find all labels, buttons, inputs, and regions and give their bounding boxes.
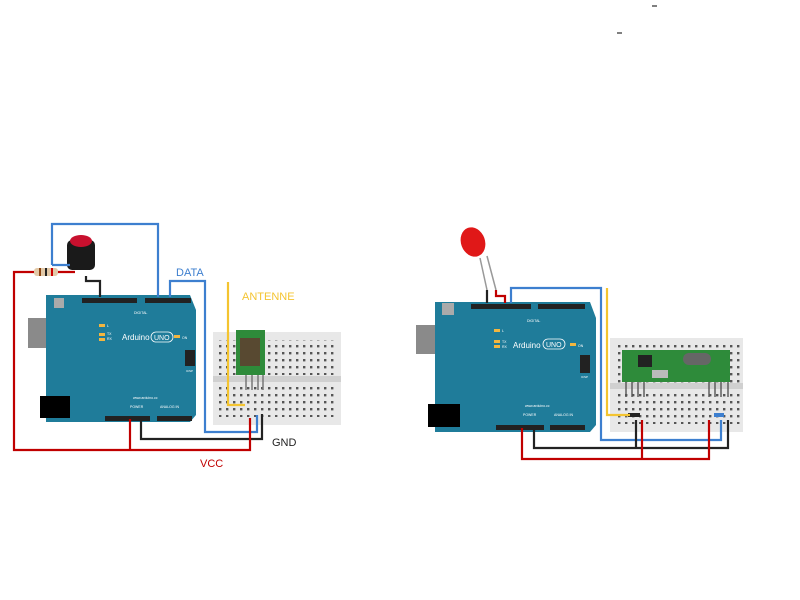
digital-header: [471, 304, 531, 309]
analog-label: ANALOG IN: [554, 413, 574, 417]
digital-label: DIGITAL: [527, 319, 540, 323]
l-label: L: [107, 324, 109, 328]
left-circuit: Arduino UNO DIGITAL ON TX RX L ICSP www.…: [12, 222, 341, 470]
vcc-label: VCC: [200, 458, 223, 470]
antenna-wire: [605, 288, 630, 417]
tx-label: TX: [107, 332, 112, 336]
power-jack: [40, 396, 70, 418]
antenna-wire: [226, 282, 245, 407]
digital-header: [538, 304, 585, 309]
on-label: ON: [182, 336, 188, 340]
analog-header: [550, 425, 585, 430]
data-label: DATA: [176, 267, 204, 279]
icsp-label: ICSP: [581, 375, 588, 379]
arduino-board: Arduino UNO DIGITAL ON TX RX L ICSP www.…: [416, 302, 596, 432]
analog-label: ANALOG IN: [160, 405, 180, 409]
breadboard: [213, 332, 341, 425]
right-circuit: Arduino UNO DIGITAL ON TX RX L ICSP www.…: [416, 227, 743, 461]
on-label: ON: [578, 344, 584, 348]
data-wire: [509, 286, 723, 442]
board-model: UNO: [546, 342, 562, 349]
reset-button[interactable]: [442, 303, 454, 315]
led-signal-wire: [494, 290, 507, 303]
gnd-label: GND: [272, 437, 297, 449]
push-button: [67, 235, 95, 270]
digital-header: [145, 298, 191, 303]
data-wire: [168, 279, 259, 434]
power-header: [105, 416, 150, 421]
vcc-wire: [520, 420, 711, 461]
arduino-board: Arduino UNO DIGITAL ON TX RX L ICSP www.…: [28, 295, 196, 422]
vcc-wire: [12, 270, 252, 452]
power-label: POWER: [523, 413, 537, 417]
resistor: [34, 268, 58, 276]
rx-label: RX: [107, 337, 113, 341]
button-gnd-wire: [84, 276, 102, 297]
led: [460, 227, 497, 291]
power-jack: [428, 404, 460, 427]
button-wire: [50, 222, 160, 297]
analog-header: [157, 416, 192, 421]
rf-receiver-module: [622, 350, 730, 417]
power-header: [496, 425, 544, 430]
icsp-header: [185, 350, 195, 366]
tx-label: TX: [502, 340, 507, 344]
icsp-label: ICSP: [186, 369, 193, 373]
antenne-label: ANTENNE: [242, 291, 295, 303]
url-label: www.arduino.cc: [133, 396, 158, 400]
power-label: POWER: [130, 405, 144, 409]
l-label: L: [502, 329, 504, 333]
icsp-header: [580, 355, 590, 373]
board-name: Arduino: [122, 333, 150, 342]
digital-header: [82, 298, 137, 303]
rf-transmitter-module: [236, 330, 265, 390]
digital-label: DIGITAL: [134, 311, 147, 315]
board-model: UNO: [154, 335, 170, 342]
url-label: www.arduino.cc: [525, 404, 550, 408]
board-name: Arduino: [513, 341, 541, 350]
gnd-wire: [532, 420, 730, 450]
gnd-wire: [139, 414, 264, 441]
reset-button[interactable]: [54, 298, 64, 308]
rx-label: RX: [502, 345, 508, 349]
